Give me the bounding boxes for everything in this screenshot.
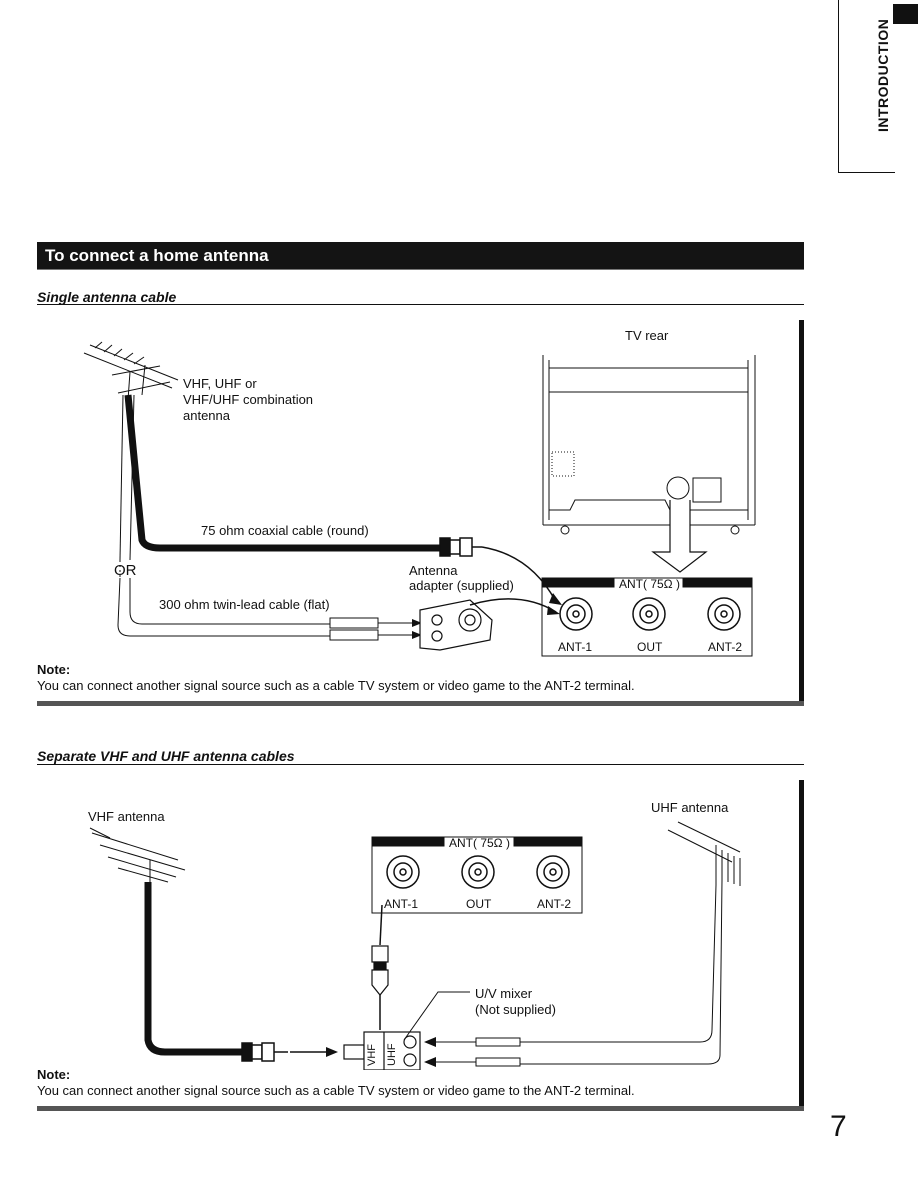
separate-cables-diagram xyxy=(89,821,741,1070)
antenna-label-line2: VHF/UHF combination xyxy=(183,392,314,407)
corner-mark xyxy=(893,4,918,24)
tv-rear-icon xyxy=(542,355,756,535)
section1-heading-rule xyxy=(37,304,804,305)
section-banner: To connect a home antenna xyxy=(37,242,804,270)
ant-panel-title: ANT( 75Ω ) xyxy=(619,577,680,591)
mixer-label-line2: (Not supplied) xyxy=(475,1002,556,1017)
ant2-label-2: ANT-2 xyxy=(537,897,572,911)
or-label: OR xyxy=(114,562,137,579)
mixer-label-line1: U/V mixer xyxy=(475,986,533,1001)
coaxial-cable xyxy=(124,394,445,552)
section2-bottom-bar xyxy=(37,1106,804,1111)
out-label: OUT xyxy=(637,640,663,654)
twinlead-cable-label: 300 ohm twin-lead cable (flat) xyxy=(159,597,330,612)
antenna-label-line3: antenna xyxy=(183,408,230,423)
ant2-label: ANT-2 xyxy=(708,640,743,654)
coax-f-connector-icon xyxy=(439,537,482,557)
section2-note-text: You can connect another signal source su… xyxy=(37,1083,635,1098)
coax-cable-label: 75 ohm coaxial cable (round) xyxy=(201,523,369,538)
section1-heading: Single antenna cable xyxy=(37,289,177,305)
side-tab-label: INTRODUCTION xyxy=(875,18,891,132)
section1-right-bar xyxy=(799,320,804,706)
vhf-antenna-label: VHF antenna xyxy=(88,809,165,824)
ant1-label: ANT-1 xyxy=(558,640,593,654)
ant-panel xyxy=(541,577,753,657)
section2-note-heading: Note: xyxy=(37,1067,71,1082)
banner-title: To connect a home antenna xyxy=(45,246,269,265)
uhf-antenna-icon xyxy=(667,821,741,886)
uhf-antenna-label: UHF antenna xyxy=(651,800,729,815)
vhf-antenna-icon xyxy=(89,827,186,883)
adapter-label-line1: Antenna xyxy=(409,563,458,578)
tv-rear-label: TV rear xyxy=(625,328,669,343)
vhf-coax-cable xyxy=(144,882,245,1056)
ant1-label-2: ANT-1 xyxy=(384,897,419,911)
vhf-coax-connector-icon xyxy=(241,1042,288,1062)
mixer-uhf-label: UHF xyxy=(386,1043,398,1066)
ant-panel-2 xyxy=(371,836,583,914)
single-cable-diagram xyxy=(83,341,756,657)
antenna-label-line1: VHF, UHF or xyxy=(183,376,257,391)
combination-antenna-icon xyxy=(83,341,179,401)
antenna-adapter-icon xyxy=(419,599,493,651)
out-label-2: OUT xyxy=(466,897,492,911)
mixer-vhf-label: VHF xyxy=(366,1044,378,1066)
adapter-label-line2: adapter (supplied) xyxy=(409,578,514,593)
section2-right-bar xyxy=(799,780,804,1111)
ant-panel-2-title: ANT( 75Ω ) xyxy=(449,836,510,850)
section1-note-text: You can connect another signal source su… xyxy=(37,678,635,693)
section1-note-heading: Note: xyxy=(37,662,71,677)
twin-lead-cable xyxy=(117,577,330,637)
side-tab: INTRODUCTION xyxy=(838,0,895,173)
uv-mixer-icon xyxy=(343,1031,421,1070)
section2-heading-rule xyxy=(37,764,804,765)
page-number: 7 xyxy=(830,1110,847,1143)
section2-heading: Separate VHF and UHF antenna cables xyxy=(37,748,295,764)
mixer-output-plug-icon xyxy=(371,945,389,996)
section1-bottom-bar xyxy=(37,701,804,706)
zoom-arrow-icon xyxy=(651,500,708,573)
